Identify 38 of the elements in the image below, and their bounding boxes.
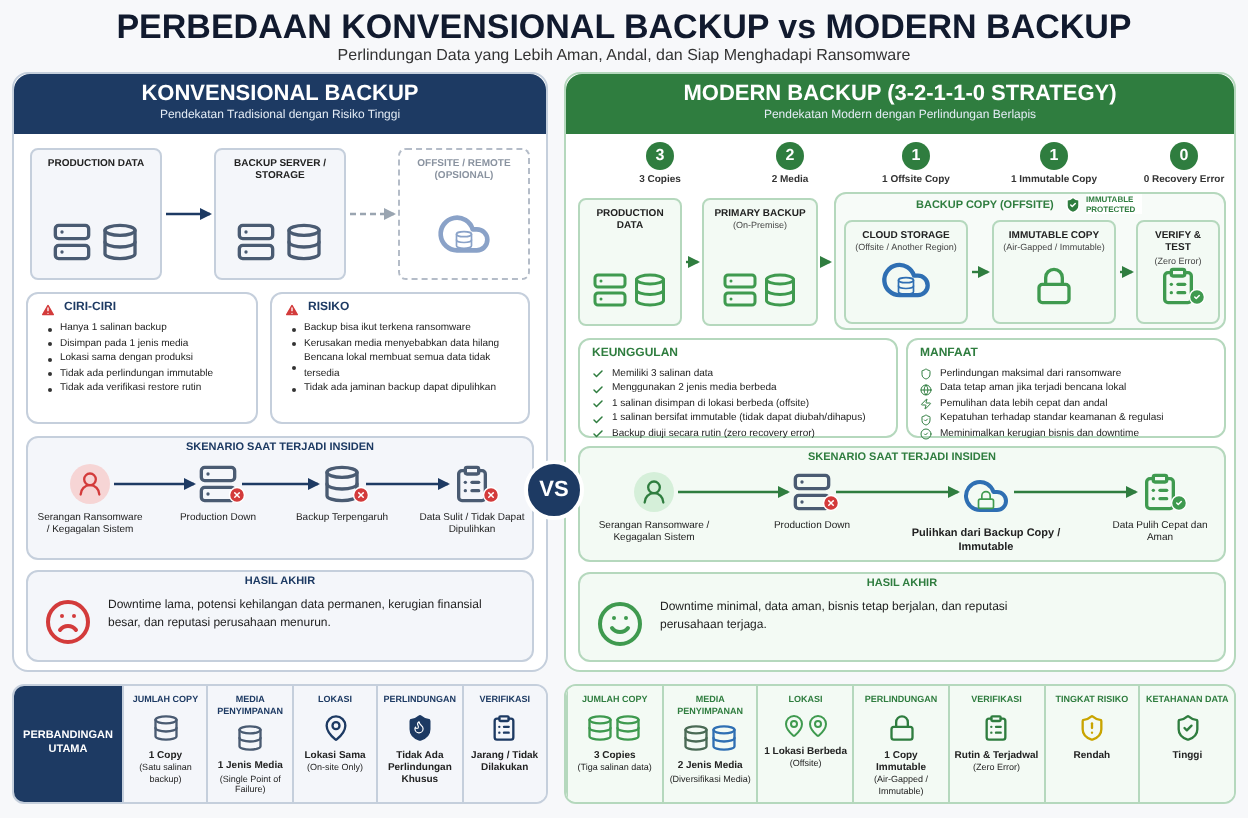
arrow [1014,486,1138,498]
arrow [166,208,212,220]
arrow [1120,266,1134,278]
arrow [686,256,700,268]
arrow [972,266,990,278]
component-box [578,198,682,326]
component-box [30,148,162,280]
panel [564,72,1236,672]
result-card [578,572,1226,662]
arrow [366,478,450,490]
component-box [398,148,530,280]
component-box [702,198,818,326]
component-box [214,148,346,280]
number-badge: 2 [776,142,804,170]
arrow [114,478,196,490]
info-card [26,292,258,424]
number-badge: 3 [646,142,674,170]
panel-title: MODERN BACKUP (3-2-1-1-0 STRATEGY) [683,82,1117,109]
title: PERBEDAAN KONVENSIONAL BACKUP vs MODERN BACKUP [114,6,1134,48]
scenario-card [26,436,534,560]
arrow [350,208,396,220]
number-badge: 0 [1170,142,1198,170]
number-badge: 1 [1040,142,1068,170]
result-card [26,570,534,662]
info-card [270,292,530,424]
panel-title: KONVENSIONAL BACKUP [141,82,419,109]
scenario-card [578,446,1226,562]
subtitle: Perlindungan Data yang Lebih Aman, Andal, dan Siap Menghadapi Ransomware [335,46,913,66]
component-box [992,220,1116,324]
number-badge: 1 [902,142,930,170]
info-card [578,338,898,438]
group-box [834,192,1226,330]
info-card [906,338,1226,438]
arrow [678,486,790,498]
arrow [836,486,960,498]
arrow [820,256,832,268]
component-box [844,220,968,324]
arrow [242,478,320,490]
